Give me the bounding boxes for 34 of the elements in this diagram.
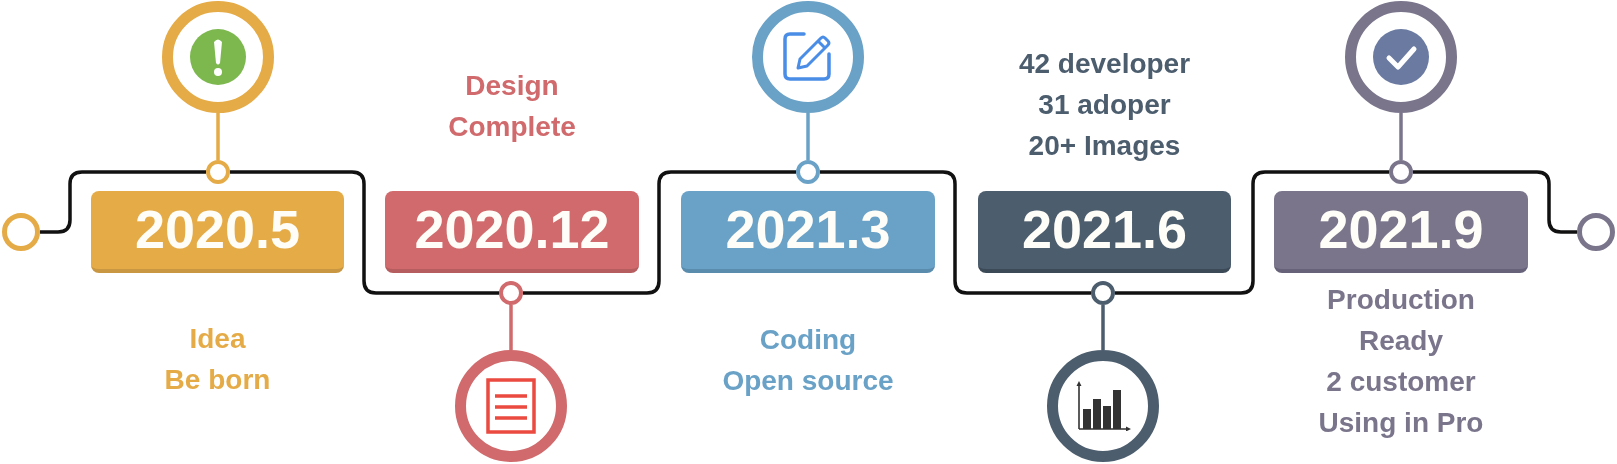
milestone-caption: Open source — [722, 364, 894, 398]
timeline-line — [40, 170, 206, 234]
milestone-caption: Design Complete — [448, 69, 576, 144]
milestone-caption: 2 customer — [1326, 365, 1476, 399]
milestone-caption: Be born — [164, 363, 271, 397]
milestone-caption: Idea — [189, 322, 246, 356]
endpoint-ring — [2, 213, 40, 251]
timeline-ring — [206, 160, 230, 184]
timeline-line — [820, 170, 1091, 295]
timeline-ring — [1091, 281, 1115, 305]
milestone-caption: 42 developer — [1018, 47, 1191, 81]
pin-stem — [806, 113, 810, 160]
pin-stem — [509, 305, 513, 350]
pin-stem — [216, 113, 220, 160]
milestone-caption: Production Ready — [1327, 283, 1475, 358]
date-box: 2021.9 — [1274, 191, 1528, 273]
date-box: 2021.6 — [978, 191, 1231, 273]
milestone-caption: Coding — [759, 323, 857, 357]
pin-stem — [1399, 113, 1403, 160]
date-box: 2020.5 — [91, 191, 344, 273]
timeline-line — [1413, 170, 1577, 234]
milestone-caption: 20+ Images — [1028, 129, 1181, 163]
timeline-line — [1115, 170, 1389, 295]
date-box: 2021.3 — [681, 191, 935, 273]
endpoint-ring — [1577, 213, 1615, 251]
timeline-line — [523, 170, 796, 295]
milestone-caption: 31 adoper — [1038, 88, 1171, 122]
timeline-ring — [1389, 160, 1413, 184]
date-box: 2020.12 — [385, 191, 639, 273]
timeline-line — [230, 170, 499, 295]
timeline-ring — [796, 160, 820, 184]
timeline-ring — [499, 281, 523, 305]
milestone-caption: Using in Pro — [1318, 406, 1484, 440]
pin-stem — [1101, 305, 1105, 350]
